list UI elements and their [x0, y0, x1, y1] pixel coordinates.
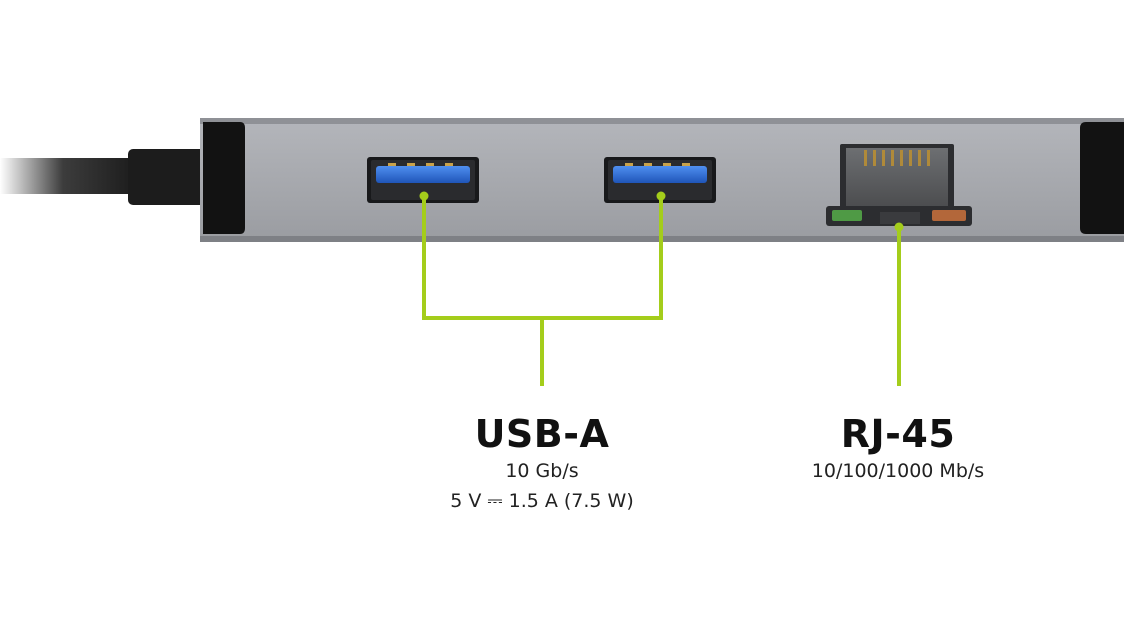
cable-strain-relief [128, 149, 206, 205]
cable-wire [0, 158, 140, 194]
usb-a-port-2 [604, 157, 716, 203]
usb-callout-dot-2 [656, 191, 666, 201]
usb-callout-dot-1 [419, 191, 429, 201]
rj45-title: RJ-45 [840, 412, 956, 456]
chassis-top-edge [200, 118, 1124, 124]
usb-a-label: USB-A 10 Gb/s 5 V ⎓ 1.5 A (7.5 W) [392, 412, 692, 516]
rj45-port [826, 144, 972, 226]
usb-a-port-1 [367, 157, 479, 203]
usb-a-power: 5 V ⎓ 1.5 A (7.5 W) [450, 490, 634, 512]
left-end-cap [203, 122, 245, 234]
activity-led-orange [932, 210, 966, 221]
usb-callout [422, 196, 663, 386]
usb-a-title: USB-A [474, 412, 610, 456]
usb-a-speed: 10 Gb/s [505, 460, 579, 482]
rj45-speed: 10/100/1000 Mb/s [811, 460, 985, 482]
right-end-cap [1080, 122, 1124, 234]
link-led-green [832, 210, 862, 221]
rj45-label: RJ-45 10/100/1000 Mb/s [748, 412, 1048, 486]
rj45-pins [864, 150, 930, 166]
rj45-callout-dot [894, 222, 904, 232]
usb-c-cable [0, 149, 206, 205]
